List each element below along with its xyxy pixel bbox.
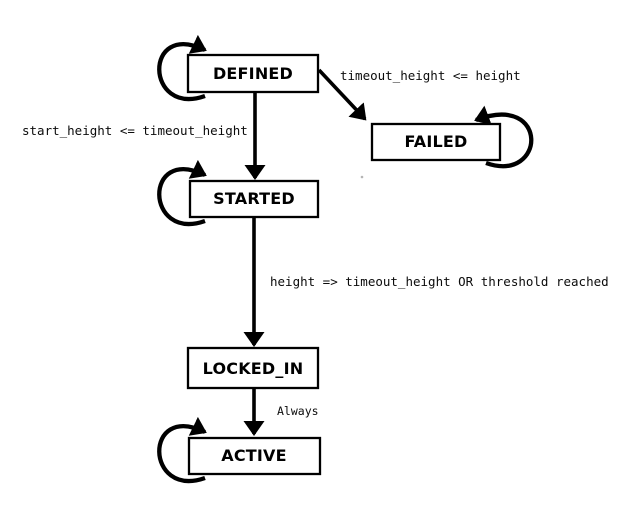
state-failed-box bbox=[370, 122, 502, 162]
state-active: ACTIVE bbox=[187, 436, 322, 476]
self-loop-active-arrow bbox=[157, 416, 207, 483]
self-loop-defined-arrow bbox=[157, 34, 207, 101]
transition-locked-in-to-active-label: Always bbox=[277, 404, 319, 418]
state-failed: FAILED bbox=[370, 122, 502, 162]
transition-defined-to-failed-label: timeout_height <= height bbox=[340, 68, 521, 83]
state-locked-in-label: LOCKED_IN bbox=[203, 359, 304, 378]
state-failed-label: FAILED bbox=[404, 132, 467, 151]
stray-dot bbox=[360, 175, 364, 179]
transition-started-to-locked-in-label: height => timeout_height OR threshold re… bbox=[270, 274, 609, 289]
self-loop-failed-arrow bbox=[474, 105, 534, 169]
transition-defined-to-failed-arrow bbox=[317, 68, 367, 121]
transition-defined-to-started-label: start_height <= timeout_height bbox=[22, 123, 248, 138]
state-started: STARTED bbox=[188, 179, 320, 219]
state-started-box bbox=[188, 179, 320, 219]
state-defined-box bbox=[186, 53, 320, 94]
self-loop-started-arrow bbox=[157, 159, 207, 226]
state-defined: DEFINED bbox=[186, 53, 320, 94]
state-active-box bbox=[187, 436, 322, 476]
state-active-label: ACTIVE bbox=[221, 446, 287, 465]
state-defined-label: DEFINED bbox=[213, 64, 293, 83]
state-started-label: STARTED bbox=[213, 189, 295, 208]
state-locked-in-box bbox=[186, 346, 320, 390]
state-locked-in: LOCKED_IN bbox=[186, 346, 320, 390]
